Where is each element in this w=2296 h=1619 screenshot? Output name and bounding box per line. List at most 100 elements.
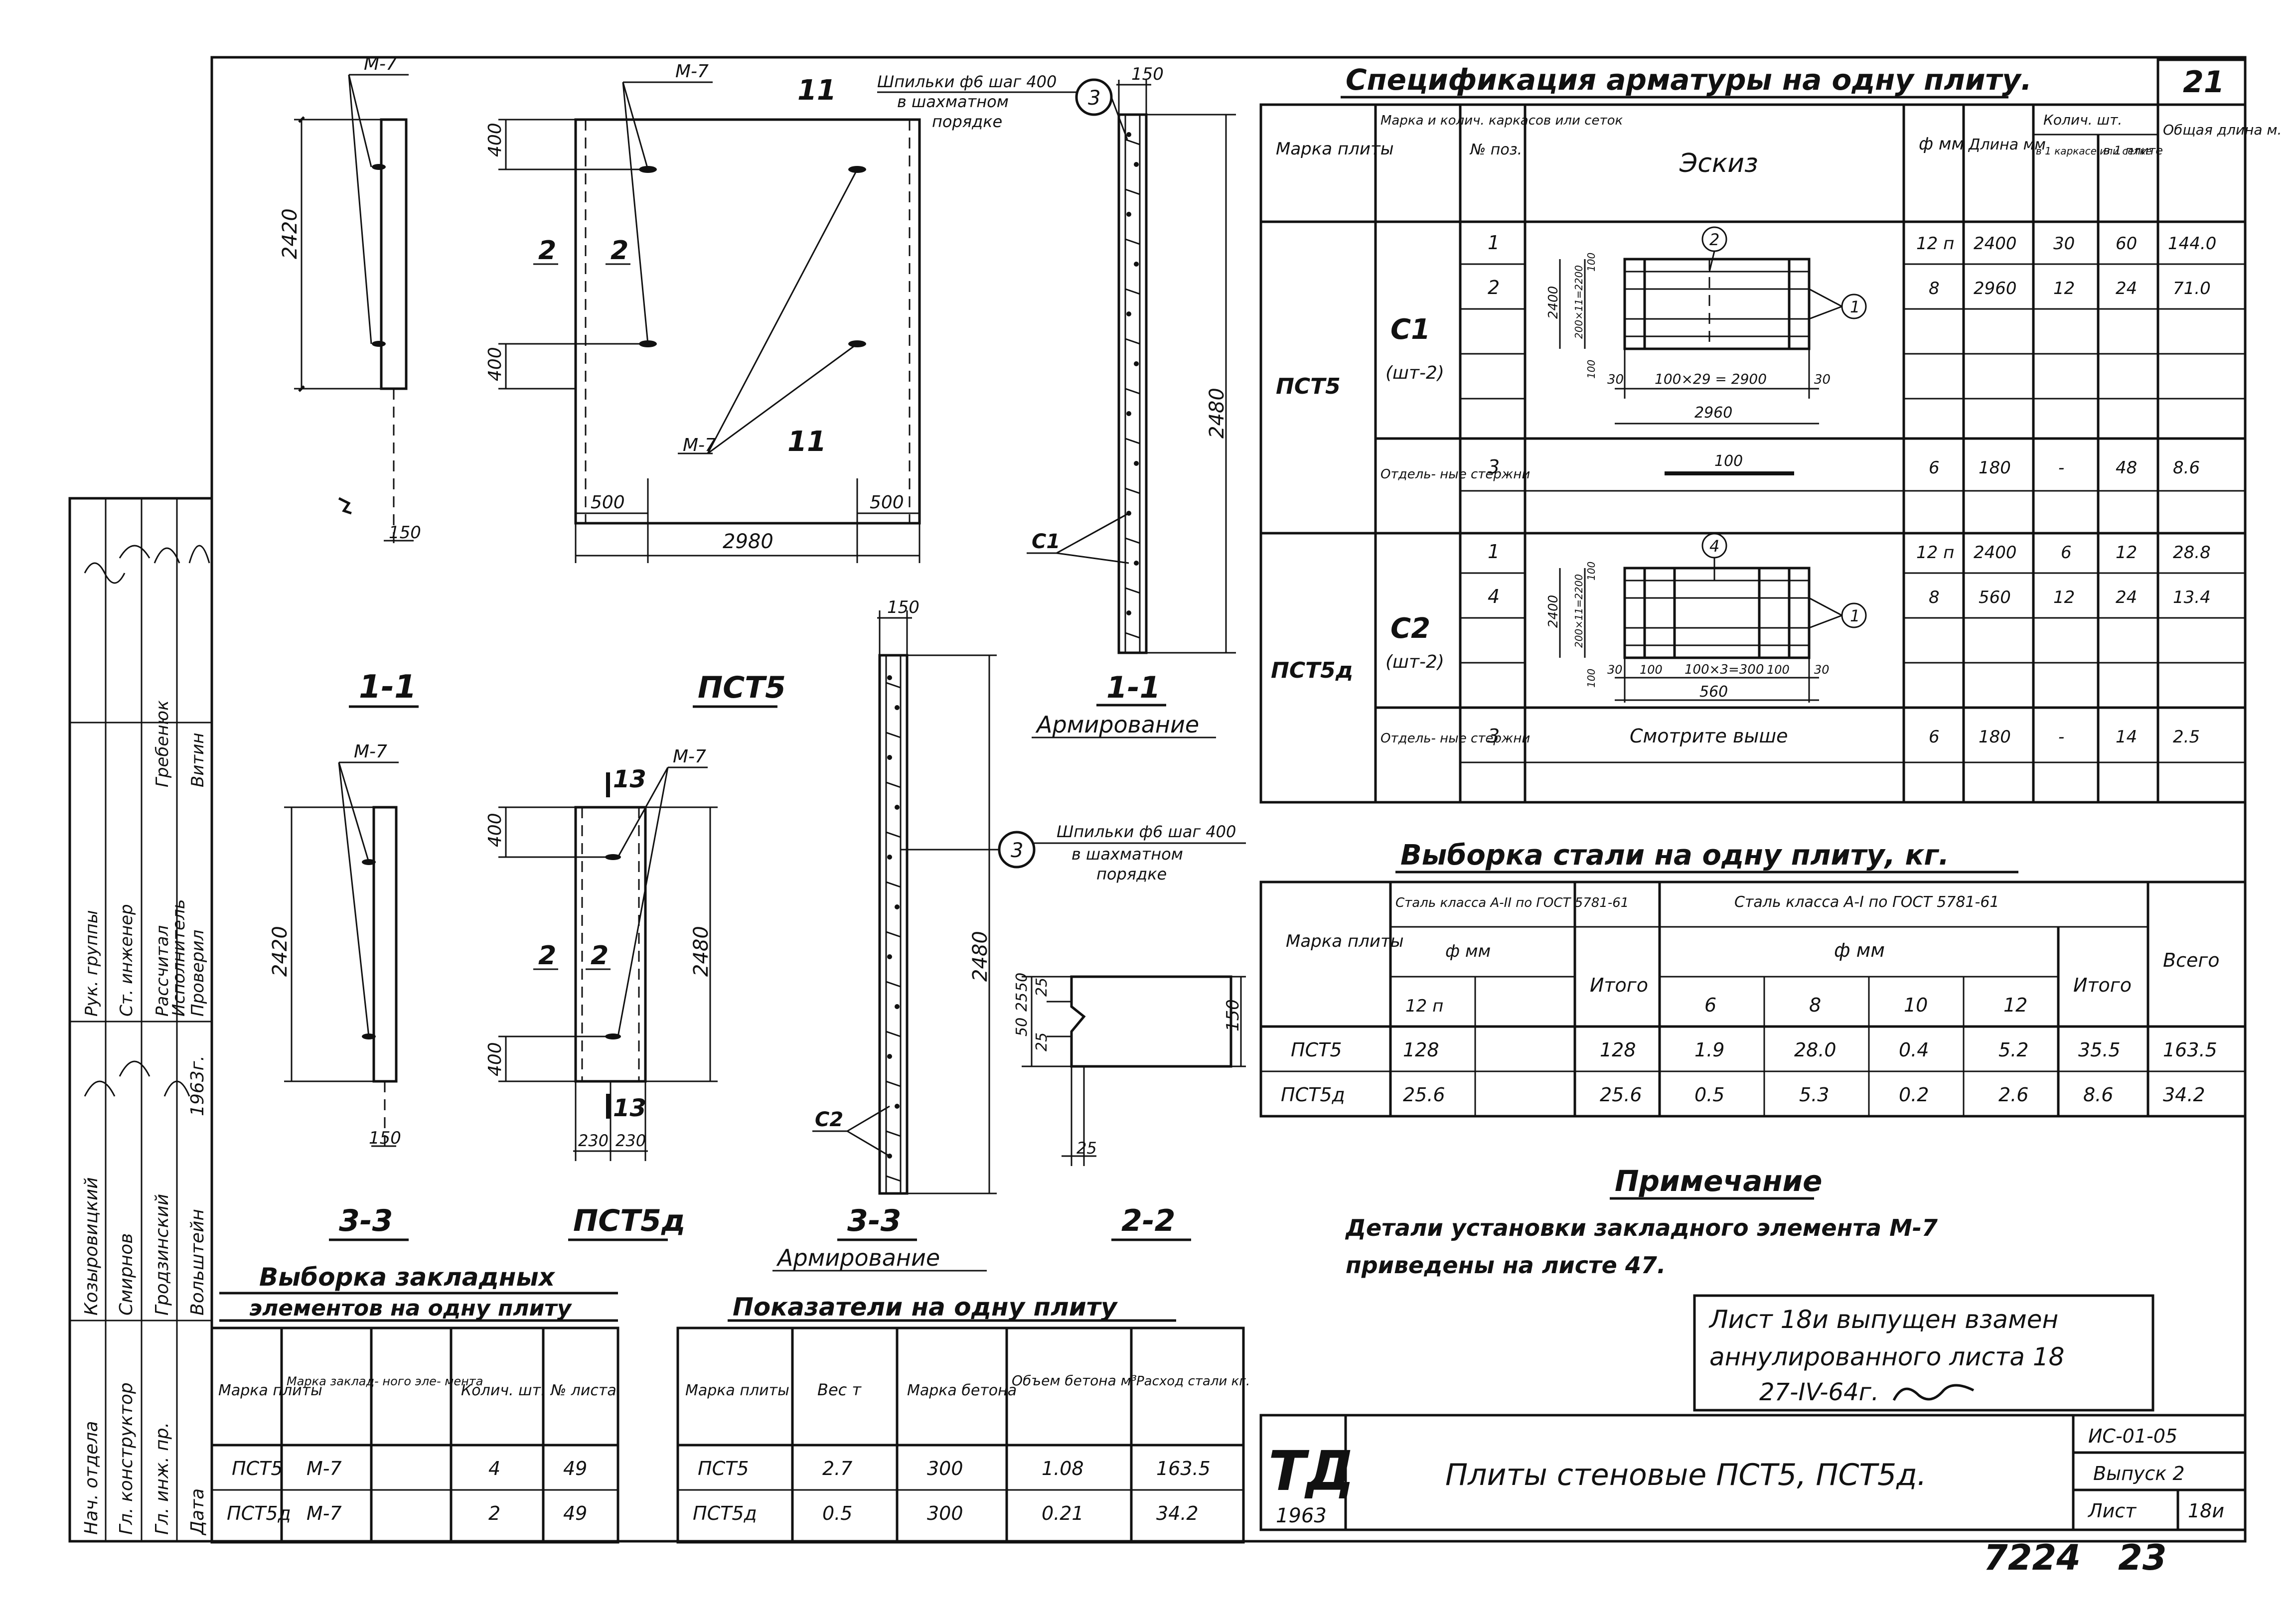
cut-13-top: 13 <box>613 765 646 793</box>
pos-2-left: 2 <box>538 236 556 266</box>
em-label-33-front: М-7 <box>673 746 706 767</box>
reissue-line-2: аннулированного листа 18 <box>1709 1342 2064 1371</box>
dim-500-left: 500 <box>591 492 625 513</box>
emb-title-2: элементов на одну плиту <box>249 1296 573 1321</box>
dim-2420-33: 2420 <box>269 926 292 977</box>
sk2-callout-1: 1 <box>1850 606 1860 625</box>
title-code: ИС-01-05 <box>2088 1425 2177 1447</box>
side-stamp: Нач. отдела Гл. конструктор Гл. инж. пр.… <box>68 497 213 1543</box>
title-year: 1963 <box>1276 1504 1327 1527</box>
title-2-2: 2-2 <box>1121 1203 1175 1238</box>
stamp-date: 1963г. <box>187 1055 208 1116</box>
g2-r3-total: 2.5 <box>2173 727 2200 747</box>
reissue-line-1: Лист 18и выпущен взамен <box>1708 1305 2058 1334</box>
g2-r3-dia: 6 <box>1929 727 1940 747</box>
view-front-elevation: 400 400 М-7 М-7 11 11 2 2 500 500 2980 <box>485 61 921 563</box>
view-3-3-side: 2420 М-7 150 3-3 <box>269 741 409 1241</box>
view-3-3-reinforcement: 150 2480 3 Шпильки ф6 шаг 400 в шахматно… <box>772 597 1246 1272</box>
em-label-front-bottom: М-7 <box>683 435 716 455</box>
sk2-h30b: 30 <box>1814 663 1830 677</box>
st-r2-d8: 5.3 <box>1799 1084 1829 1106</box>
sheet-number: 21 <box>2183 65 2225 100</box>
sk1-v2400: 2400 <box>1546 286 1561 319</box>
c2-bars <box>887 675 900 1159</box>
g2-r2-qp: 24 <box>2116 588 2137 607</box>
title-3-3-reinf: 3-3 <box>847 1203 901 1238</box>
st-r2-a1t: 8.6 <box>2083 1084 2113 1106</box>
g1-r1-pos: 1 <box>1488 232 1500 254</box>
stamp-number: 7224 <box>1984 1537 2081 1578</box>
g1-r2-pos: 2 <box>1488 277 1500 298</box>
reissue-line-3: 27-IV-64г. <box>1759 1378 1879 1406</box>
view-2-2: 50 25 50 25 25 150 25 2-2 <box>1013 973 1246 1241</box>
stamp-person-1: Гребенюк <box>153 700 172 787</box>
ind-h-4: Объем бетона м³ <box>1012 1372 1137 1389</box>
st-r2-a2: 25.6 <box>1403 1084 1445 1106</box>
c2-label: С2 <box>815 1108 843 1131</box>
ind-r2-1: ПСТ5д <box>693 1502 757 1524</box>
h-total: Общая длина м. <box>2163 122 2282 138</box>
stirrup-note-2: в шахматном <box>897 92 1009 111</box>
ind-h-3: Марка бетона <box>907 1382 1017 1399</box>
dim-150-side: 150 <box>389 523 421 543</box>
reissue-box: Лист 18и выпущен взамен аннулированного … <box>1693 1294 2154 1412</box>
stirrup-note-3: порядке <box>932 112 1002 131</box>
g1-r3-len: 180 <box>1979 458 2011 478</box>
dim-400-33-top: 400 <box>485 813 505 847</box>
stamp-label-1: Нач. отдела <box>81 1421 102 1535</box>
st-h-10: 10 <box>1904 994 1928 1016</box>
g1-frame: С1 <box>1390 313 1430 346</box>
sk2-v200: 200×11=2200 <box>1573 574 1585 648</box>
g2-r1-total: 28.8 <box>2173 543 2211 563</box>
pos-2-right: 2 <box>611 236 628 266</box>
st-r1-d6: 1.9 <box>1694 1039 1724 1061</box>
ind-r2-5: 34.2 <box>1156 1502 1199 1524</box>
h-frames: Марка и колич. каркасов или сеток <box>1380 113 1623 128</box>
g1-loose: Отдель- ные стержни <box>1380 467 1530 482</box>
callout-3-top-label: 3 <box>1088 87 1100 110</box>
sk2-h30a: 30 <box>1607 663 1623 677</box>
pos-2-33-left: 2 <box>538 941 556 971</box>
sketch-c2: 4 1 2400 200×11=2200 100 100 30 100 100×… <box>1546 533 1867 703</box>
view-titles-middle: 1-1 ПСТ5 <box>349 669 786 708</box>
g2-r2-pos: 4 <box>1488 586 1500 607</box>
g2-r2-qf: 12 <box>2053 588 2075 607</box>
g2-r1-pos: 1 <box>1488 541 1500 563</box>
st-r1-d10: 0.4 <box>1899 1039 1929 1061</box>
sk1-v100a: 100 <box>1585 253 1597 272</box>
g1-r2-total: 71.0 <box>2173 279 2211 298</box>
pos-2-33-right: 2 <box>591 941 609 971</box>
stirrup-note-b1: Шпильки ф6 шаг 400 <box>1057 822 1236 841</box>
g1-r1-qp: 60 <box>2116 234 2137 254</box>
title-sheet-value: 18и <box>2188 1500 2224 1522</box>
emb-h-1: Марка плиты <box>218 1382 322 1399</box>
c1-label: С1 <box>1032 530 1060 553</box>
title-block: ТД 1963 Плиты стеновые ПСТ5, ПСТ5д. ИС-0… <box>1259 1414 2247 1531</box>
emb-h-2: Марка заклад- ного эле- мента <box>287 1374 483 1388</box>
title-1-1-reinf: 1-1 <box>1106 670 1160 705</box>
st-h-8: 8 <box>1809 994 1821 1016</box>
stamp-role-1: Рук. группы <box>82 910 102 1017</box>
dim-400-33-bottom: 400 <box>485 1042 505 1076</box>
g1-r1-total: 144.0 <box>2168 234 2216 254</box>
sk1-loose: 100 <box>1714 452 1743 470</box>
h-qty: Колич. шт. <box>2043 112 2122 128</box>
c1-bars <box>1126 132 1139 615</box>
st-r2-mark: ПСТ5д <box>1281 1084 1345 1106</box>
g2-r1-dia: 12 п <box>1916 543 1954 563</box>
em-label-front: М-7 <box>675 61 709 82</box>
dim-500-right: 500 <box>870 492 904 513</box>
g1-frame-qty: (шт-2) <box>1385 363 1444 383</box>
g2-r1-qp: 12 <box>2116 543 2137 563</box>
dim-2480-reinf-2: 2480 <box>969 931 992 982</box>
g1-r2-dia: 8 <box>1929 279 1940 298</box>
stamp-name-3: Гродзинский <box>152 1194 172 1316</box>
view-1-1-reinforcement: 150 2480 3 Шпильки ф6 шаг 400 в шахматно… <box>877 64 1236 738</box>
note-line-1: Детали установки закладного элемента М-7 <box>1345 1214 1938 1241</box>
stirrup-note-b2: в шахматном <box>1071 845 1183 864</box>
dim-2980: 2980 <box>723 530 773 553</box>
subtitle-pst5: ПСТ5 <box>698 670 786 705</box>
archive-stamp: 7224 23 <box>1984 1537 2166 1578</box>
title-3-3: 3-3 <box>339 1203 393 1238</box>
